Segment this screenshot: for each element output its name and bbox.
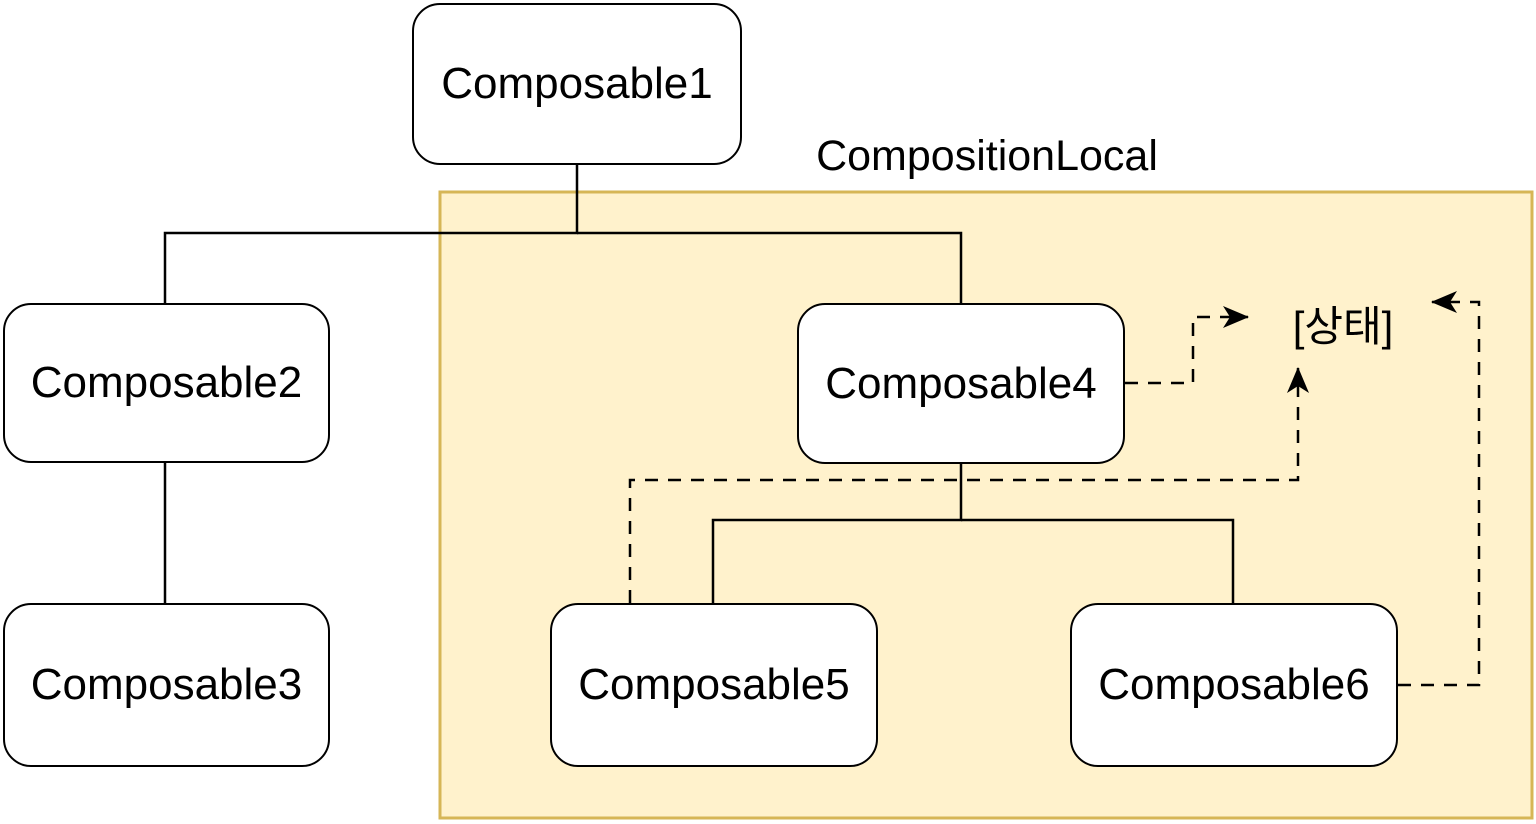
node-composable5: Composable5 [550, 603, 878, 767]
edge-composable6-to-state [1398, 291, 1481, 687]
edge-composable4-composable6 [961, 518, 1235, 603]
node-composable5-label: Composable5 [578, 660, 850, 709]
node-composable6-label: Composable6 [1098, 660, 1370, 709]
node-composable6: Composable6 [1070, 603, 1398, 767]
edge-composable4-to-state [1125, 306, 1249, 385]
node-composable1-label: Composable1 [441, 59, 713, 108]
node-composable4: Composable4 [797, 303, 1125, 464]
composition-local-label: CompositionLocal [816, 132, 1158, 180]
node-composable1: Composable1 [412, 3, 742, 165]
edge-composable4-composable5 [711, 464, 963, 603]
node-composable2-label: Composable2 [30, 358, 303, 407]
edge-composable1-composable2 [163, 163, 579, 303]
node-composable4-label: Composable4 [825, 358, 1097, 408]
node-composable3-label: Composable3 [30, 660, 303, 709]
edge-composable1-composable4 [577, 231, 963, 303]
node-composable3: Composable3 [3, 603, 330, 767]
node-composable2: Composable2 [3, 303, 330, 463]
state-label: [상태] [1292, 303, 1394, 350]
